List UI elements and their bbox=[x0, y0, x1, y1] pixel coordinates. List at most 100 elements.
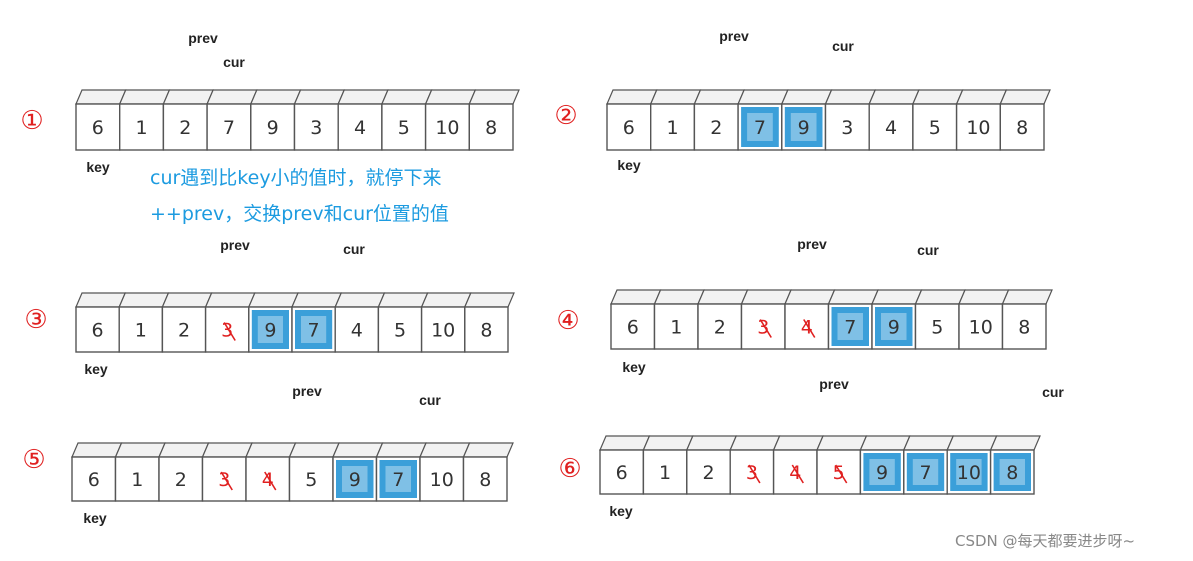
array-cell-top bbox=[334, 292, 386, 308]
array-cell-top bbox=[75, 292, 127, 308]
array-cell: 5 bbox=[914, 303, 960, 350]
array-cell-top bbox=[824, 89, 877, 105]
cell-value: 2 bbox=[702, 462, 714, 484]
array-cell-top bbox=[693, 89, 746, 105]
cell-value: 6 bbox=[627, 317, 639, 339]
array-cell: 7 bbox=[827, 303, 873, 350]
array-cell-top bbox=[161, 292, 213, 308]
cell-value: 10 bbox=[430, 469, 454, 491]
array-cell-box bbox=[912, 103, 958, 151]
cell-value: 10 bbox=[431, 320, 455, 342]
cell-value: 8 bbox=[479, 469, 491, 491]
array-cell-box bbox=[1001, 303, 1047, 350]
cell-value: 5 bbox=[931, 317, 943, 339]
array-cell-top bbox=[419, 442, 471, 458]
array-cell: 10 bbox=[955, 103, 1001, 151]
highlight-core bbox=[912, 459, 939, 485]
array-cell-top bbox=[1001, 289, 1053, 305]
cell-value: 9 bbox=[264, 320, 276, 342]
cell-value: 9 bbox=[798, 117, 810, 139]
step-number: ⑤ bbox=[22, 445, 45, 475]
cell-value: 2 bbox=[710, 117, 722, 139]
cell-value: 4 bbox=[789, 462, 801, 484]
array-cell-top bbox=[293, 89, 346, 105]
array-cell: 4 bbox=[245, 456, 291, 502]
array-cell-box bbox=[288, 456, 334, 502]
array-cell-box bbox=[162, 103, 208, 151]
array-cell-box bbox=[914, 303, 960, 350]
cell-value: 1 bbox=[131, 469, 143, 491]
array-cell-box bbox=[337, 103, 383, 151]
array-cell-top bbox=[989, 435, 1041, 451]
array-cell-top bbox=[955, 89, 1008, 105]
array-cell: 8 bbox=[462, 456, 508, 502]
highlight-mark bbox=[906, 453, 945, 491]
array-cell: 3 bbox=[740, 303, 786, 350]
array-cell-box bbox=[468, 103, 514, 151]
cell-value: 9 bbox=[876, 462, 888, 484]
overwrite-stroke bbox=[748, 464, 761, 484]
array-cell-top bbox=[291, 292, 343, 308]
cell-value: 4 bbox=[801, 317, 813, 339]
highlight-core bbox=[837, 313, 863, 340]
cell-value: 6 bbox=[88, 469, 100, 491]
prev-label: prev bbox=[819, 376, 849, 392]
highlight-mark bbox=[336, 460, 374, 498]
prev-label: prev bbox=[292, 383, 322, 399]
array-cell-top bbox=[158, 442, 210, 458]
cell-value: 7 bbox=[392, 469, 404, 491]
array-cell-box bbox=[599, 449, 645, 495]
cell-value: 3 bbox=[757, 317, 769, 339]
cell-value: 5 bbox=[398, 117, 410, 139]
key-label: key bbox=[609, 503, 633, 519]
cell-value: 8 bbox=[1016, 117, 1028, 139]
array-cell-box bbox=[693, 103, 739, 151]
cell-value: 9 bbox=[267, 117, 279, 139]
cell-value: 5 bbox=[929, 117, 941, 139]
highlight-core bbox=[999, 459, 1025, 485]
array-cell-top bbox=[75, 89, 127, 105]
array-cell-box bbox=[868, 103, 914, 151]
array-cell-top bbox=[729, 435, 781, 451]
array-cell-box bbox=[377, 306, 423, 353]
array-cell: 3 bbox=[824, 103, 870, 151]
cur-label: cur bbox=[223, 54, 245, 70]
highlight-core bbox=[790, 113, 817, 141]
step-number: ② bbox=[554, 101, 577, 131]
array-cell: 4 bbox=[337, 103, 383, 151]
overwrite-stroke bbox=[264, 471, 277, 491]
cell-value: 4 bbox=[351, 320, 363, 342]
cell-value: 7 bbox=[223, 117, 235, 139]
cell-value: 6 bbox=[623, 117, 635, 139]
array-cell-top bbox=[697, 289, 749, 305]
array-cell-top bbox=[118, 292, 170, 308]
array-cell-top bbox=[599, 435, 651, 451]
array-cell: 2 bbox=[162, 103, 208, 151]
array-cell-top bbox=[999, 89, 1051, 105]
array-cell-box bbox=[424, 103, 471, 151]
array-cell-box bbox=[250, 103, 296, 151]
array-cell: 8 bbox=[1001, 303, 1047, 350]
cell-value: 8 bbox=[485, 117, 497, 139]
array-cell-top bbox=[201, 442, 253, 458]
array-cell: 8 bbox=[464, 306, 509, 353]
cell-value: 3 bbox=[746, 462, 758, 484]
cell-value: 1 bbox=[670, 317, 682, 339]
array-cell-top bbox=[649, 89, 702, 105]
cell-value: 2 bbox=[179, 117, 191, 139]
overwrite-stroke bbox=[791, 464, 804, 484]
array-cell: 10 bbox=[419, 456, 465, 502]
array-cell: 5 bbox=[288, 456, 334, 502]
array-cell-top bbox=[337, 89, 389, 105]
overwrite-stroke bbox=[220, 471, 233, 491]
array-cell-box bbox=[740, 303, 786, 350]
array-cell: 7 bbox=[375, 456, 421, 502]
array-cell: 1 bbox=[642, 449, 688, 495]
cell-value: 1 bbox=[667, 117, 679, 139]
highlight-mark bbox=[784, 107, 823, 147]
array-cell: 6 bbox=[75, 306, 120, 353]
array-cell-box bbox=[686, 449, 731, 495]
array-cell: 4 bbox=[868, 103, 914, 151]
array-cell-top bbox=[375, 442, 427, 458]
